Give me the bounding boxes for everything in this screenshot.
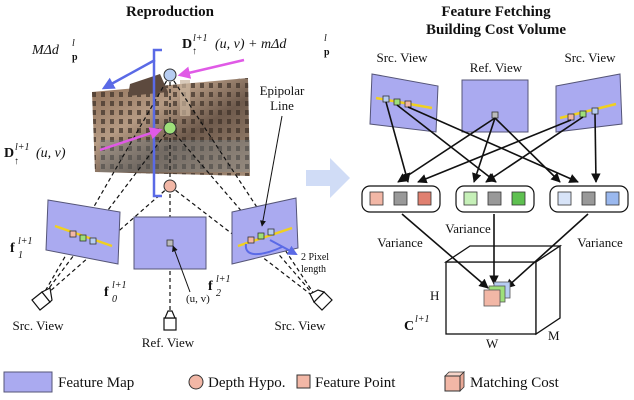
fetch-ref-view: Ref. View (470, 60, 523, 75)
dim-h: H (430, 288, 439, 303)
svg-text:p: p (72, 52, 78, 63)
camera-src-left-icon (31, 287, 53, 311)
svg-text:p: p (324, 47, 330, 58)
fetch-map-ref (461, 79, 529, 133)
label-epipolar-1: Epipolar (260, 83, 305, 98)
legend-matching-cost: Matching Cost (470, 375, 560, 391)
reprojection-panel: Reproduction (4, 4, 333, 350)
svg-text:f: f (104, 285, 109, 300)
legend-matching-cost-swatch (444, 371, 465, 392)
fetch-map-src-1 (369, 73, 439, 133)
dim-m: M (548, 328, 560, 343)
svg-text:1: 1 (18, 250, 23, 261)
legend-depth-hypo: Depth Hypo. (208, 375, 286, 391)
feature-map-src-right (231, 197, 299, 265)
camera-src-right-icon (309, 289, 333, 311)
feature-group-red (361, 185, 441, 213)
svg-text:l+1: l+1 (18, 236, 33, 247)
fetch-src-view-2: Src. View (565, 50, 617, 65)
variance-mid: Variance (445, 221, 491, 236)
reprojection-title: Reproduction (126, 4, 215, 20)
svg-text:l+1: l+1 (216, 274, 231, 285)
label-f2: f l+1 2 (208, 274, 231, 299)
svg-text:l+1: l+1 (112, 280, 127, 291)
fetch-arrow (306, 158, 350, 198)
magenta-arrow-top (177, 58, 245, 79)
svg-text:C: C (404, 319, 414, 334)
uv-pointer (172, 245, 191, 293)
svg-text:2: 2 (216, 288, 221, 299)
legend-depth-hypo-swatch (188, 374, 204, 390)
legend-feature-map: Feature Map (58, 375, 134, 391)
label-depth-offset: D l+1 (u, v) + mΔd l p ↑ (182, 33, 330, 58)
label-epipolar-2: Line (270, 98, 294, 113)
feature-fetching-panel: Feature Fetching Building Cost Volume Sr… (361, 4, 629, 351)
variance-arrows (401, 213, 589, 289)
label-depth-base: D l+1 ↑ (u, v) (4, 142, 66, 167)
label-cost-volume: C l+1 (404, 314, 430, 334)
blue-range-arrow (101, 58, 156, 90)
label-pixel-2: length (301, 264, 326, 275)
feature-group-blue (549, 185, 629, 213)
depth-hypo-blue (163, 68, 177, 82)
label-src-view-right: Src. View (275, 318, 327, 333)
label-ref-view: Ref. View (142, 335, 195, 350)
feature-map-ref (133, 216, 207, 270)
legend: Feature Map Depth Hypo. Feature Point Ma… (3, 371, 560, 393)
depth-hypo-red (163, 179, 177, 193)
fetch-map-src-2 (555, 73, 623, 133)
fetch-arrows (385, 101, 601, 184)
label-pixel-1: 2 Pixel (301, 252, 329, 263)
label-f0: f l+1 0 (104, 280, 127, 305)
svg-text:l+1: l+1 (15, 142, 30, 153)
label-src-view-left: Src. View (13, 318, 65, 333)
svg-text:MΔd: MΔd (31, 43, 60, 58)
svg-text:D: D (4, 146, 14, 161)
camera-ref-icon (163, 310, 177, 331)
svg-text:l: l (324, 33, 327, 44)
matching-cost-stack (483, 281, 511, 307)
feature-map-src-left (45, 199, 121, 265)
feature-group-green (455, 185, 535, 213)
variance-left: Variance (377, 235, 423, 250)
svg-text:l+1: l+1 (415, 314, 430, 325)
svg-text:l: l (72, 38, 75, 49)
svg-text:l+1: l+1 (193, 33, 208, 44)
fetch-src-view-1: Src. View (377, 50, 429, 65)
cost-volume-cube (443, 244, 563, 336)
legend-feature-point: Feature Point (315, 375, 396, 391)
legend-feature-point-swatch (296, 374, 311, 389)
svg-text:(u, v) + mΔd: (u, v) + mΔd (215, 37, 287, 52)
label-f1: f l+1 1 (10, 236, 33, 261)
svg-text:↑: ↑ (192, 46, 197, 57)
svg-text:f: f (208, 279, 213, 294)
label-uv: (u, v) (186, 293, 210, 305)
hypo-range-bracket (152, 48, 162, 198)
fetch-title-2: Building Cost Volume (426, 22, 566, 38)
magenta-arrow-mid (99, 127, 163, 152)
dim-w: W (486, 336, 499, 351)
svg-text:0: 0 (112, 294, 117, 305)
svg-text:f: f (10, 241, 15, 256)
svg-text:↑: ↑ (14, 156, 19, 167)
depth-hypo-green (163, 121, 177, 135)
legend-feature-map-swatch (3, 371, 53, 393)
fetch-title-1: Feature Fetching (441, 4, 551, 20)
epipolar-pointer (260, 115, 283, 227)
svg-text:(u, v): (u, v) (36, 146, 66, 161)
variance-right: Variance (577, 235, 623, 250)
svg-text:D: D (182, 37, 192, 52)
label-m-delta: MΔd l p (31, 38, 78, 63)
